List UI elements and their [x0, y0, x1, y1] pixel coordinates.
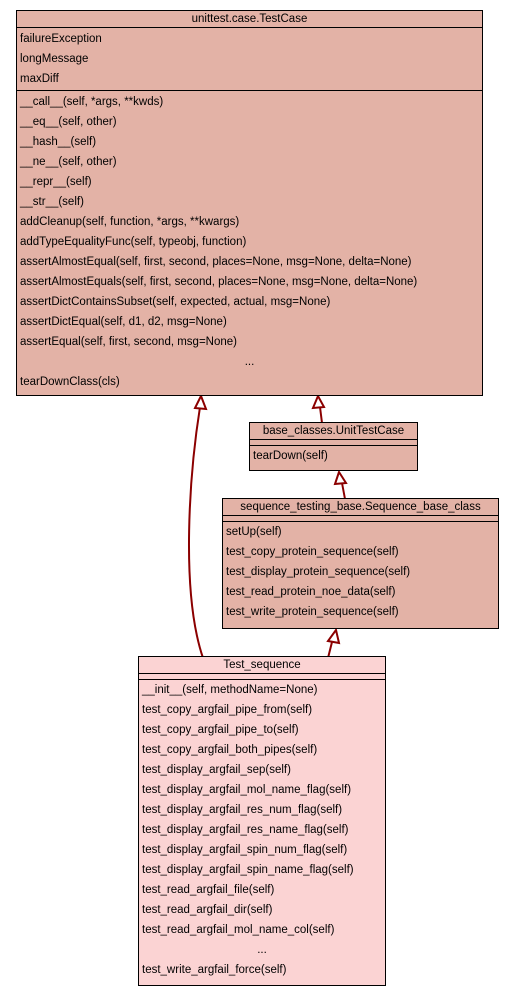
- edge-test-sequence-to-testcase-arrowhead: [193, 393, 208, 411]
- method-row: addTypeEqualityFunc(self, typeobj, funct…: [20, 236, 247, 248]
- attribute-row: failureException: [20, 33, 102, 45]
- class-box-test-sequence: Test_sequence __init__(self, methodName=…: [138, 656, 386, 986]
- method-row: test_display_argfail_sep(self): [142, 764, 291, 776]
- method-row: test_display_argfail_res_name_flag(self): [142, 824, 349, 836]
- method-row: assertDictContainsSubset(self, expected,…: [20, 296, 331, 308]
- attributes-section: [223, 516, 498, 522]
- edge-test-sequence-to-sequence-base-arrowhead: [326, 627, 341, 645]
- methods-section: setUp(self) test_copy_protein_sequence(s…: [223, 522, 498, 623]
- method-row: test_copy_argfail_pipe_to(self): [142, 724, 299, 736]
- method-row: test_copy_argfail_pipe_from(self): [142, 704, 313, 716]
- class-box-sequence-base: sequence_testing_base.Sequence_base_clas…: [222, 498, 499, 629]
- method-row: __eq__(self, other): [20, 116, 117, 128]
- method-row: test_display_argfail_res_num_flag(self): [142, 804, 343, 816]
- edge-sequence-base-to-unittestcase: [341, 482, 346, 500]
- method-row: __repr__(self): [20, 176, 92, 188]
- method-row: test_read_argfail_dir(self): [142, 904, 273, 916]
- attributes-section: [250, 440, 417, 446]
- method-row: __ne__(self, other): [20, 156, 117, 168]
- method-row: __str__(self): [20, 196, 84, 208]
- methods-section: __init__(self, methodName=None) test_cop…: [139, 680, 385, 981]
- methods-section: tearDown(self): [250, 446, 417, 467]
- method-row: test_display_protein_sequence(self): [226, 566, 411, 578]
- edge-unittestcase-to-testcase: [319, 406, 323, 424]
- method-row: __init__(self, methodName=None): [142, 684, 318, 696]
- method-row: tearDownClass(cls): [20, 376, 120, 388]
- method-row: test_display_argfail_spin_name_flag(self…: [142, 864, 354, 876]
- method-row: assertAlmostEquals(self, first, second, …: [20, 276, 418, 288]
- class-title: Test_sequence: [139, 657, 385, 674]
- attribute-row: longMessage: [20, 53, 89, 65]
- class-title: base_classes.UnitTestCase: [250, 423, 417, 440]
- method-row: test_write_argfail_force(self): [142, 964, 287, 976]
- method-row: assertAlmostEqual(self, first, second, p…: [20, 256, 412, 268]
- method-row: test_read_protein_noe_data(self): [226, 586, 396, 598]
- attributes-section: [139, 674, 385, 680]
- method-ellipsis: ...: [244, 356, 255, 368]
- class-box-unittestcase: base_classes.UnitTestCase tearDown(self): [249, 422, 418, 471]
- attribute-row: maxDiff: [20, 73, 59, 85]
- method-row: test_display_argfail_mol_name_flag(self): [142, 784, 352, 796]
- method-row: test_copy_argfail_both_pipes(self): [142, 744, 318, 756]
- method-row: test_read_argfail_file(self): [142, 884, 275, 896]
- method-row: setUp(self): [226, 526, 282, 538]
- edge-unittestcase-to-testcase-arrowhead: [311, 393, 326, 410]
- method-row: test_copy_protein_sequence(self): [226, 546, 399, 558]
- method-row: __call__(self, *args, **kwds): [20, 96, 164, 108]
- class-title: unittest.case.TestCase: [17, 11, 482, 28]
- method-row: test_write_protein_sequence(self): [226, 606, 399, 618]
- method-row: assertDictEqual(self, d1, d2, msg=None): [20, 316, 227, 328]
- method-ellipsis: ...: [257, 944, 267, 956]
- edge-test-sequence-to-testcase: [187, 406, 204, 659]
- method-row: tearDown(self): [253, 450, 328, 462]
- edge-sequence-base-to-unittestcase-arrowhead: [333, 469, 348, 486]
- method-row: assertEqual(self, first, second, msg=Non…: [20, 336, 237, 348]
- method-row: test_display_argfail_spin_num_flag(self): [142, 844, 348, 856]
- method-row: test_read_argfail_mol_name_col(self): [142, 924, 335, 936]
- class-title: sequence_testing_base.Sequence_base_clas…: [223, 499, 498, 516]
- edge-test-sequence-to-sequence-base: [327, 641, 333, 659]
- class-box-testcase: unittest.case.TestCase failureException …: [16, 10, 483, 396]
- attributes-section: failureException longMessage maxDiff: [17, 28, 482, 91]
- method-row: addCleanup(self, function, *args, **kwar…: [20, 216, 240, 228]
- method-row: __hash__(self): [20, 136, 97, 148]
- methods-section: __call__(self, *args, **kwds) __eq__(sel…: [17, 91, 482, 393]
